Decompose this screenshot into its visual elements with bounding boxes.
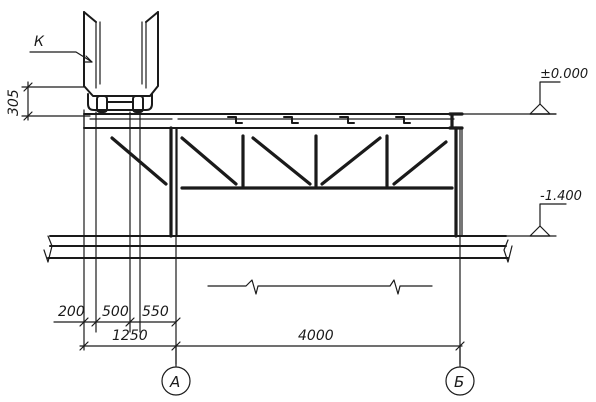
truss bbox=[110, 126, 463, 238]
level-bottom-label: -1.400 bbox=[540, 189, 582, 204]
dim-200: 200 bbox=[58, 304, 85, 320]
dimension-row-2: 1250 4000 bbox=[79, 328, 465, 351]
dim-500: 500 bbox=[102, 304, 129, 320]
axis-a-label: А bbox=[169, 373, 180, 391]
height-dim-label: 305 bbox=[6, 89, 22, 116]
axis-b-label: Б bbox=[454, 373, 464, 391]
dim-4000: 4000 bbox=[298, 328, 334, 344]
extension-lines bbox=[83, 109, 461, 365]
dimension-row-1: 200 500 550 bbox=[53, 304, 181, 327]
wall-panel bbox=[83, 11, 159, 113]
dim-1250: 1250 bbox=[112, 328, 148, 344]
top-beam bbox=[83, 112, 557, 130]
dim-550: 550 bbox=[142, 304, 169, 320]
level-top: ±0.000 bbox=[529, 67, 588, 115]
height-dimension: 305 bbox=[6, 81, 91, 121]
level-bottom: -1.400 bbox=[529, 189, 582, 237]
axis-a: А bbox=[161, 345, 191, 396]
panel-mark-label: К bbox=[34, 34, 45, 50]
bottom-beam bbox=[43, 235, 557, 295]
level-top-label: ±0.000 bbox=[540, 67, 588, 82]
panel-mark-leader: К bbox=[29, 34, 93, 63]
axis-b: Б bbox=[445, 345, 475, 396]
